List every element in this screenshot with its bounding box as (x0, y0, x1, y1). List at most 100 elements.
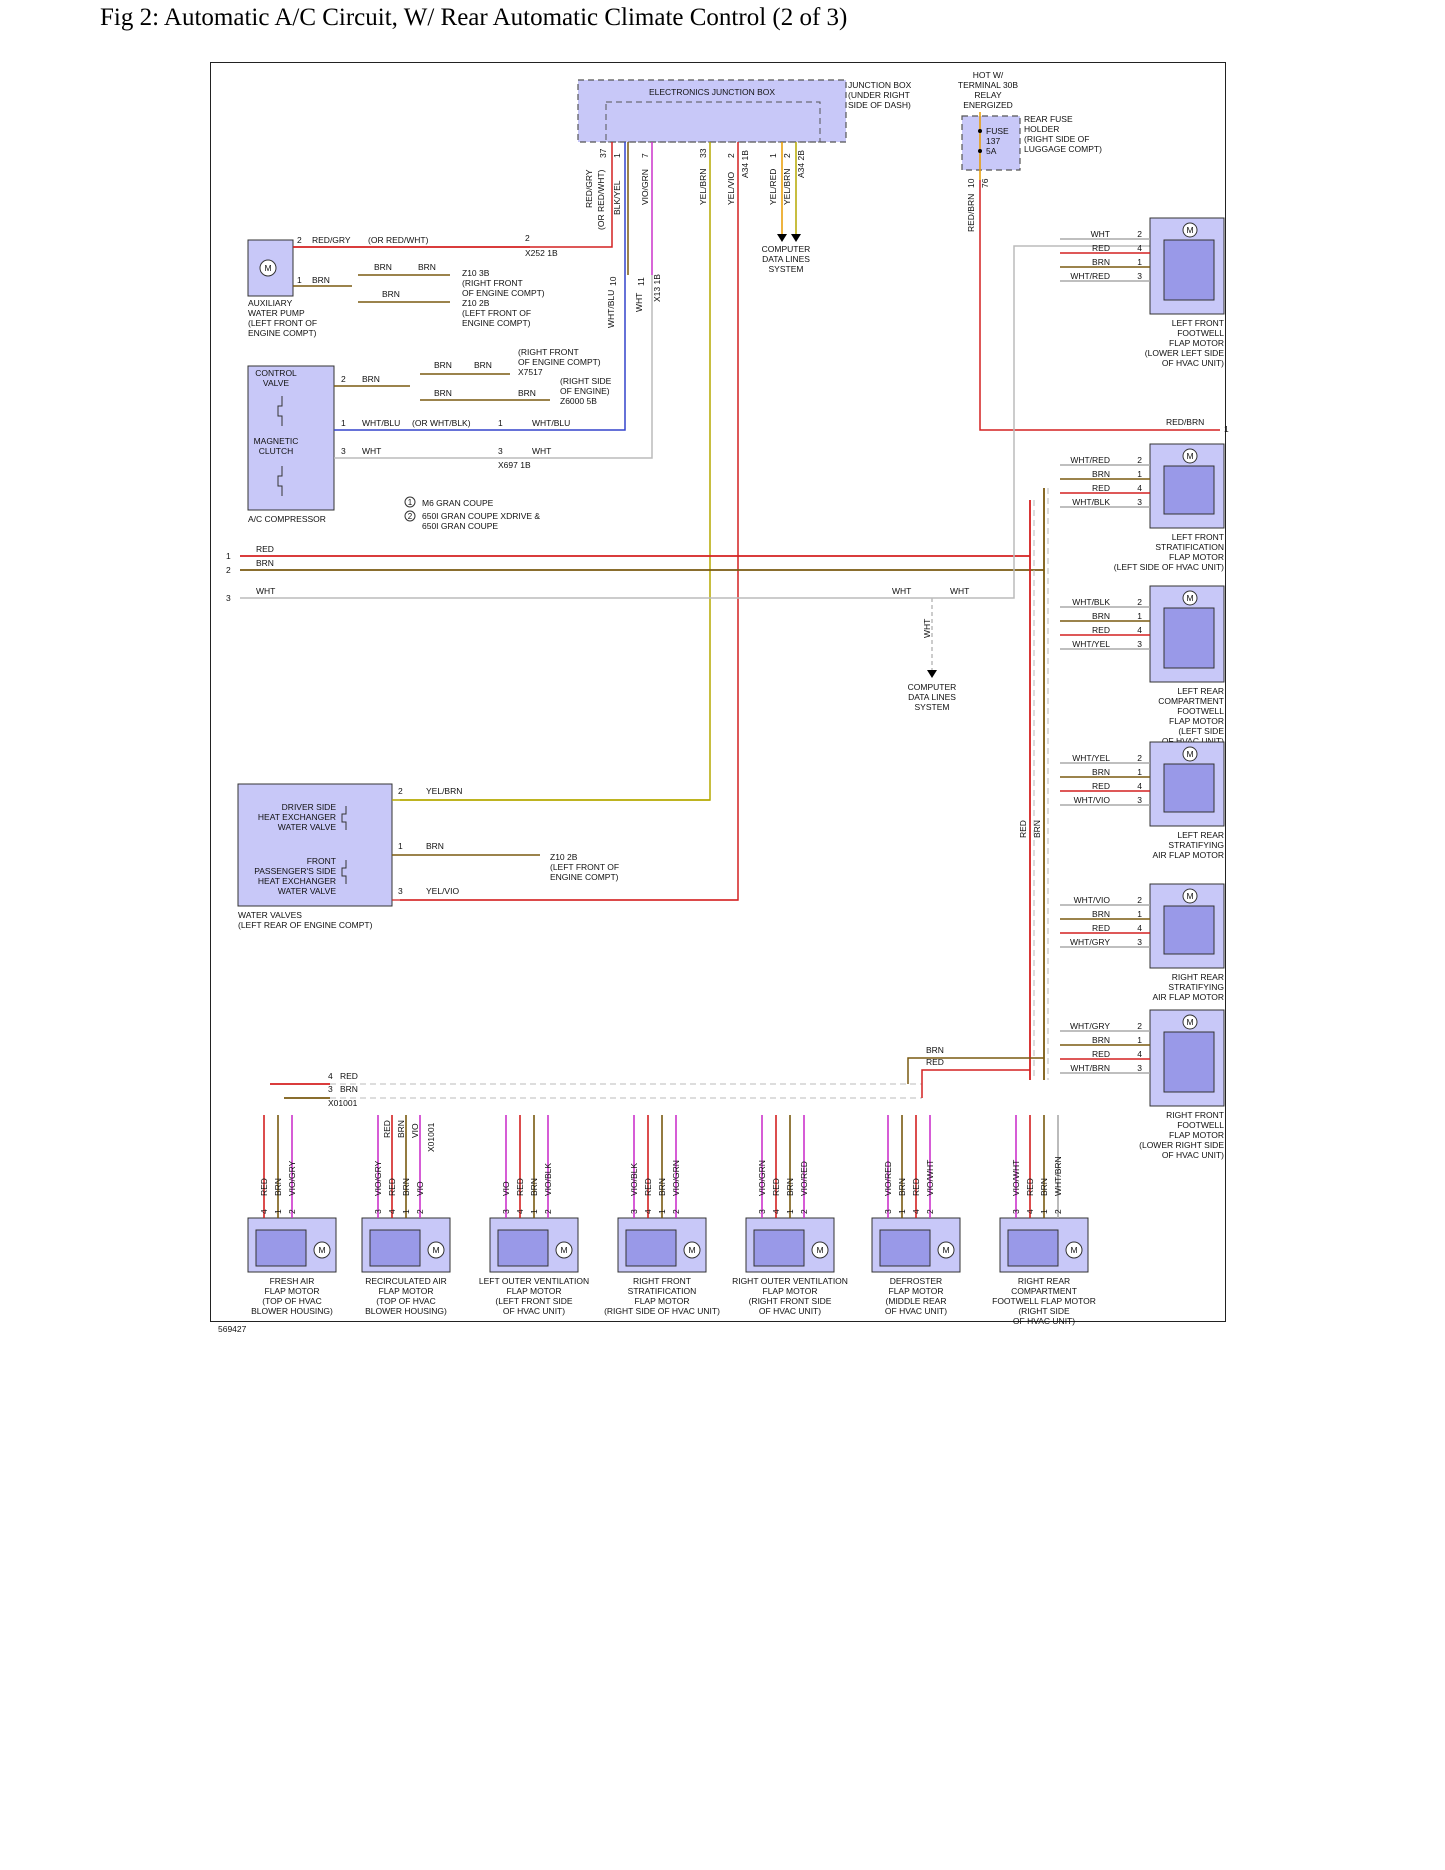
pin-label: 4 (387, 1209, 397, 1214)
svg-text:3: 3 (226, 593, 231, 603)
svg-text:(OR RED/WHT): (OR RED/WHT) (596, 169, 606, 230)
wire-label: VIO/RED (883, 1161, 893, 1196)
svg-text:BRN: BRN (374, 262, 392, 272)
figure-id: 569427 (218, 1324, 247, 1334)
pin-label: 1 (1137, 767, 1142, 777)
pin-label: 4 (1137, 243, 1142, 253)
wire-label: BRN (785, 1178, 795, 1196)
motor-label: FLAP MOTOR (379, 1286, 434, 1296)
svg-text:BRN: BRN (434, 360, 452, 370)
motor-label: FOOTWELL (1177, 1120, 1224, 1130)
svg-text:RED: RED (1018, 820, 1028, 838)
wire-label: BRN (657, 1178, 667, 1196)
pin-label: 4 (1137, 781, 1142, 791)
svg-text:WHT: WHT (634, 293, 644, 312)
svg-text:HOLDER: HOLDER (1024, 124, 1059, 134)
svg-text:A34 2B: A34 2B (796, 150, 806, 178)
svg-text:BRN: BRN (362, 374, 380, 384)
wire-label: WHT/RED (1070, 455, 1110, 465)
svg-text:RED: RED (340, 1071, 358, 1081)
svg-text:37: 37 (598, 148, 608, 158)
motor-label: (LEFT SIDE (1178, 726, 1224, 736)
pin-label: 1 (785, 1209, 795, 1214)
pin-label: 1 (1137, 257, 1142, 267)
svg-text:2: 2 (782, 153, 792, 158)
wire-label: WHT/YEL (1072, 639, 1110, 649)
svg-text:X13 1B: X13 1B (652, 274, 662, 302)
motor-symbol: M (816, 1245, 823, 1255)
svg-text:DRIVER SIDE: DRIVER SIDE (282, 802, 337, 812)
svg-text:10: 10 (966, 178, 976, 188)
svg-text:X697 1B: X697 1B (498, 460, 531, 470)
svg-text:BRN: BRN (396, 1120, 406, 1138)
svg-text:PASSENGER'S SIDE: PASSENGER'S SIDE (254, 866, 336, 876)
svg-text:WHT: WHT (362, 446, 381, 456)
svg-text:1: 1 (612, 153, 622, 158)
pin-label: 3 (1137, 1063, 1142, 1073)
pin-label: 3 (1137, 271, 1142, 281)
wire-label: RED (515, 1178, 525, 1196)
motor-label: FOOTWELL (1177, 328, 1224, 338)
svg-text:YEL/BRN: YEL/BRN (782, 169, 792, 205)
wire-label: RED (1092, 781, 1110, 791)
motor-label: RIGHT REAR (1018, 1276, 1070, 1286)
pin-label: 4 (1137, 483, 1142, 493)
pin-label: 4 (911, 1209, 921, 1214)
svg-text:YEL/VIO: YEL/VIO (426, 886, 459, 896)
wire-label: RED (1092, 1049, 1110, 1059)
motor-label: (MIDDLE REAR (886, 1296, 947, 1306)
motor-symbol: M (1186, 225, 1193, 235)
motor-label: OF HVAC UNIT) (885, 1306, 947, 1316)
svg-text:(LEFT REAR OF ENGINE COMPT): (LEFT REAR OF ENGINE COMPT) (238, 920, 373, 930)
pin-label: 4 (515, 1209, 525, 1214)
svg-text:TERMINAL 30B: TERMINAL 30B (958, 80, 1018, 90)
pin-label: 3 (883, 1209, 893, 1214)
motor-label: (RIGHT FRONT SIDE (749, 1296, 832, 1306)
svg-text:M: M (264, 263, 271, 273)
pin-label: 3 (1011, 1209, 1021, 1214)
motor-symbol: M (1186, 1017, 1193, 1027)
junction-box-pins: 37 1 7 33 2 A34 1B 1 2 A34 2B RED/GRY (O… (584, 148, 806, 230)
wire-label: BRN (1092, 909, 1110, 919)
motor-label: FLAP MOTOR (1169, 1130, 1224, 1140)
motor-symbol: M (1070, 1245, 1077, 1255)
svg-text:X01001: X01001 (328, 1098, 358, 1108)
water-valves: DRIVER SIDE HEAT EXCHANGER WATER VALVE F… (237, 783, 393, 930)
motor-label: FLAP MOTOR (265, 1286, 320, 1296)
svg-text:MAGNETIC: MAGNETIC (254, 436, 299, 446)
wire-label: WHT/RED (1070, 271, 1110, 281)
motor-label: RECIRCULATED AIR (365, 1276, 447, 1286)
svg-text:2: 2 (341, 374, 346, 384)
motor-label: COMPARTMENT (1011, 1286, 1077, 1296)
motor-label: AIR FLAP MOTOR (1153, 850, 1224, 860)
svg-text:A/C COMPRESSOR: A/C COMPRESSOR (248, 514, 326, 524)
motor-label: LEFT REAR (1177, 686, 1224, 696)
svg-text:HEAT EXCHANGER: HEAT EXCHANGER (258, 812, 336, 822)
svg-text:WHT: WHT (892, 586, 911, 596)
svg-text:2: 2 (398, 786, 403, 796)
svg-text:Z10 2B: Z10 2B (462, 298, 490, 308)
svg-text:RELAY: RELAY (974, 90, 1002, 100)
svg-text:33: 33 (698, 148, 708, 158)
pin-label: 2 (1137, 1021, 1142, 1031)
svg-text:2: 2 (525, 233, 530, 243)
wire-label: BRN (1092, 257, 1110, 267)
wire-label: VIO/WHT (925, 1160, 935, 1196)
pin-label: 4 (1137, 1049, 1142, 1059)
svg-text:BRN: BRN (418, 262, 436, 272)
pin-label: 2 (1137, 597, 1142, 607)
svg-text:10: 10 (608, 276, 618, 286)
wire-label: RED (1092, 923, 1110, 933)
motor-label: RIGHT OUTER VENTILATION (732, 1276, 848, 1286)
svg-text:RED/GRY: RED/GRY (584, 169, 594, 208)
motor-label: DEFROSTER (890, 1276, 942, 1286)
svg-text:VALVE: VALVE (263, 378, 289, 388)
svg-text:WHT/BLU: WHT/BLU (362, 418, 400, 428)
motor-label: (TOP OF HVAC (262, 1296, 322, 1306)
